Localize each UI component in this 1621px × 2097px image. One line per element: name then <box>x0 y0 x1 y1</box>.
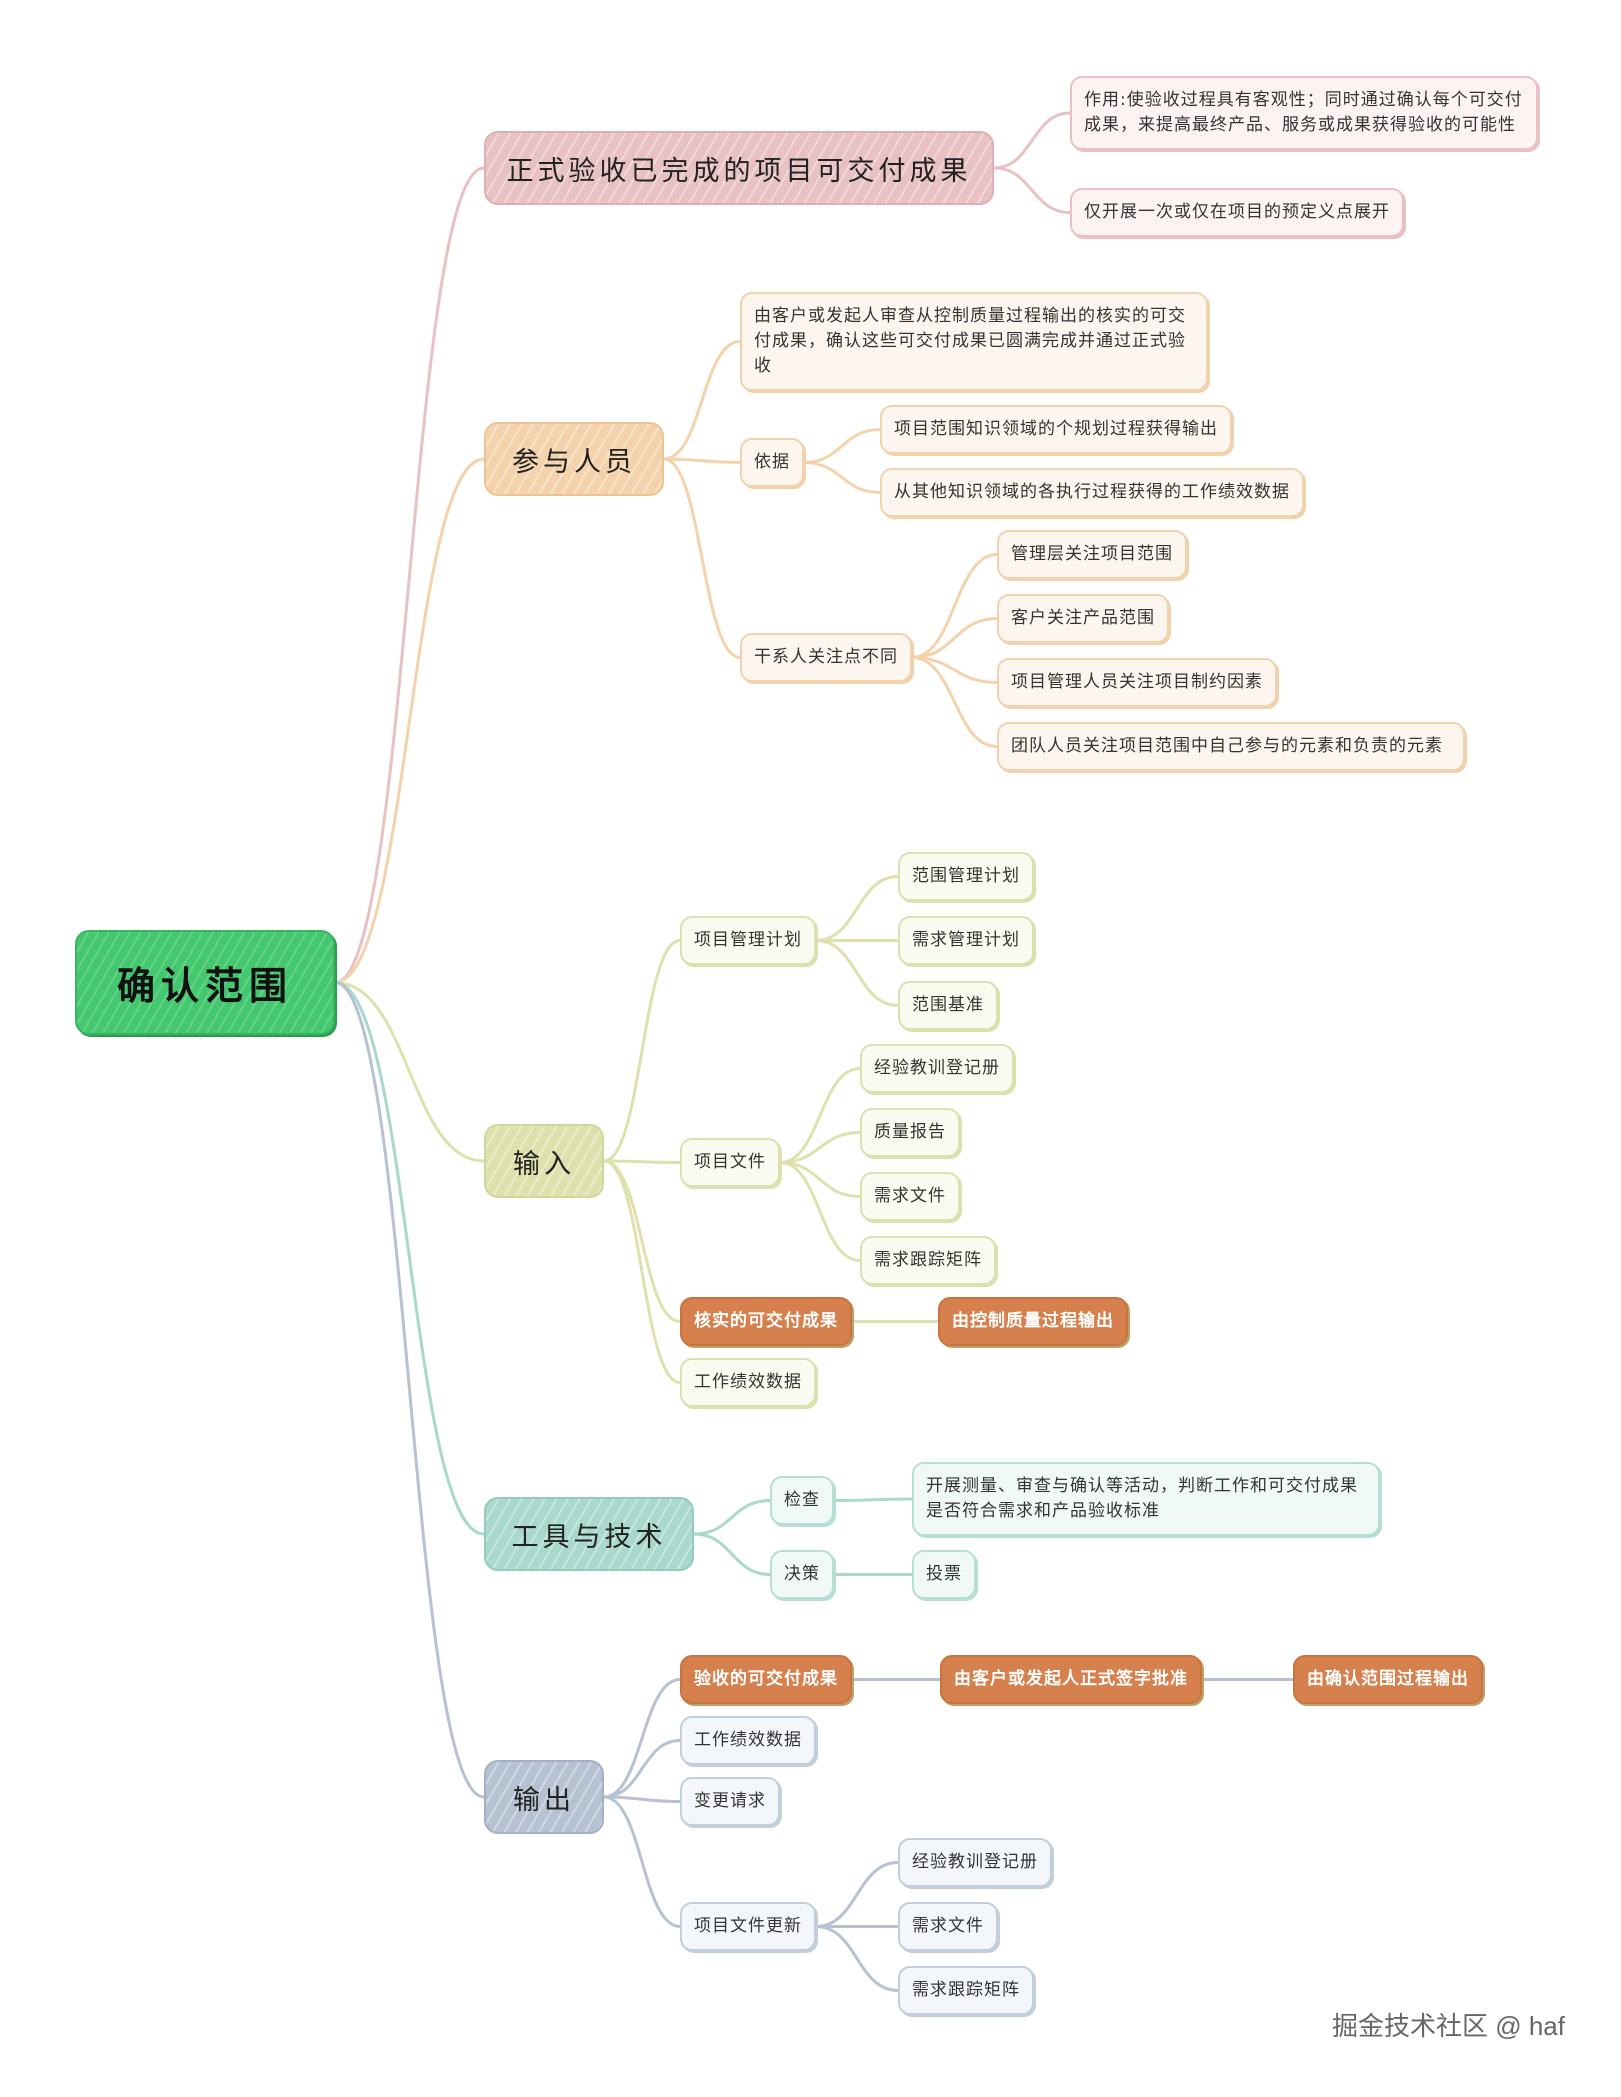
connector-line <box>662 457 742 464</box>
connector-line <box>602 1795 682 1928</box>
connector-line <box>333 981 486 1799</box>
connector-line <box>602 1795 682 1803</box>
stakeholder-concerns[interactable]: 干系人关注点不同 <box>740 633 912 682</box>
connector-line <box>333 981 486 1163</box>
output-document-updates[interactable]: 项目文件更新 <box>680 1902 816 1951</box>
basis-item[interactable]: 从其他知识领域的各执行过程获得的工作绩效数据 <box>880 468 1304 517</box>
document-item[interactable]: 经验教训登记册 <box>860 1044 1014 1093</box>
decision-voting[interactable]: 投票 <box>912 1550 976 1599</box>
concern-item[interactable]: 团队人员关注项目范围中自己参与的元素和负责的元素 <box>997 722 1465 771</box>
connector-line <box>778 1161 862 1262</box>
connector-line <box>333 457 486 984</box>
concern-item[interactable]: 管理层关注项目范围 <box>997 530 1187 579</box>
update-item[interactable]: 经验教训登记册 <box>898 1838 1052 1887</box>
connector-line <box>333 981 486 1536</box>
verified-deliverables-source[interactable]: 由控制质量过程输出 <box>938 1297 1128 1346</box>
branch-tools-techniques[interactable]: 工具与技术 <box>484 1497 694 1571</box>
output-change-requests[interactable]: 变更请求 <box>680 1777 780 1826</box>
connector-line <box>802 428 882 464</box>
connector-line <box>814 1925 900 1992</box>
concern-item[interactable]: 客户关注产品范围 <box>997 594 1169 643</box>
output-accepted-deliverables[interactable]: 验收的可交付成果 <box>680 1655 852 1704</box>
update-item[interactable]: 需求文件 <box>898 1902 998 1951</box>
connector-line <box>602 939 682 1163</box>
connector-line <box>910 617 999 659</box>
branch-participants[interactable]: 参与人员 <box>484 422 664 496</box>
tool-inspection[interactable]: 检查 <box>770 1476 834 1525</box>
document-item[interactable]: 需求跟踪矩阵 <box>860 1236 996 1285</box>
connector-line <box>778 1161 862 1198</box>
accepted-deliverables-source[interactable]: 由确认范围过程输出 <box>1293 1655 1483 1704</box>
output-work-performance-data[interactable]: 工作绩效数据 <box>680 1716 816 1765</box>
branch-output[interactable]: 输出 <box>484 1760 604 1834</box>
concern-item[interactable]: 项目管理人员关注项目制约因素 <box>997 658 1277 707</box>
connector-line <box>814 875 900 942</box>
tool-decision-making[interactable]: 决策 <box>770 1550 834 1599</box>
connector-line <box>992 111 1072 170</box>
connector-line <box>333 166 486 984</box>
formal-frequency-note[interactable]: 仅开展一次或仅在项目的预定义点展开 <box>1070 188 1404 237</box>
input-project-documents[interactable]: 项目文件 <box>680 1138 780 1187</box>
participants-review-note[interactable]: 由客户或发起人审查从控制质量过程输出的核实的可交付成果，确认这些可交付成果已圆满… <box>740 292 1208 391</box>
connector-line <box>992 166 1072 214</box>
input-work-performance-data[interactable]: 工作绩效数据 <box>680 1358 816 1407</box>
connector-line <box>602 1159 682 1384</box>
participants-basis[interactable]: 依据 <box>740 438 804 487</box>
connector-line <box>814 1861 900 1928</box>
accepted-deliverables-approval[interactable]: 由客户或发起人正式签字批准 <box>940 1655 1202 1704</box>
document-item[interactable]: 需求文件 <box>860 1172 960 1221</box>
branch-formal-acceptance[interactable]: 正式验收已完成的项目可交付成果 <box>484 131 994 205</box>
connector-line <box>910 656 999 748</box>
input-project-management-plan[interactable]: 项目管理计划 <box>680 916 816 965</box>
connector-line <box>692 1532 772 1576</box>
connector-line <box>910 656 999 684</box>
branch-input[interactable]: 输入 <box>484 1124 604 1198</box>
connector-line <box>602 1678 682 1799</box>
connector-line <box>602 1159 682 1164</box>
input-verified-deliverables[interactable]: 核实的可交付成果 <box>680 1297 852 1346</box>
connector-line <box>910 553 999 659</box>
document-item[interactable]: 质量报告 <box>860 1108 960 1157</box>
watermark: 掘金技术社区 @ haf <box>1332 2011 1565 2041</box>
connector-line <box>832 1497 914 1502</box>
plan-item[interactable]: 范围管理计划 <box>898 852 1034 901</box>
inspection-description[interactable]: 开展测量、审查与确认等活动，判断工作和可交付成果是否符合需求和产品验收标准 <box>912 1462 1380 1536</box>
connector-line <box>778 1131 862 1164</box>
update-item[interactable]: 需求跟踪矩阵 <box>898 1966 1034 2015</box>
connector-line <box>778 1067 862 1164</box>
root-node[interactable]: 确认范围 <box>75 930 335 1035</box>
plan-item[interactable]: 范围基准 <box>898 981 998 1030</box>
basis-item[interactable]: 项目范围知识领域的个规划过程获得输出 <box>880 405 1232 454</box>
plan-item[interactable]: 需求管理计划 <box>898 916 1034 965</box>
formal-purpose-note[interactable]: 作用:使验收过程具有客观性；同时通过确认每个可交付成果，来提高最终产品、服务或成… <box>1070 76 1538 150</box>
connector-line <box>692 1499 772 1536</box>
connector-line <box>814 939 900 1007</box>
connector-line <box>602 1159 682 1323</box>
connector-line <box>662 457 742 659</box>
connector-line <box>662 340 742 461</box>
connector-line <box>802 461 882 494</box>
connector-line <box>602 1739 682 1799</box>
